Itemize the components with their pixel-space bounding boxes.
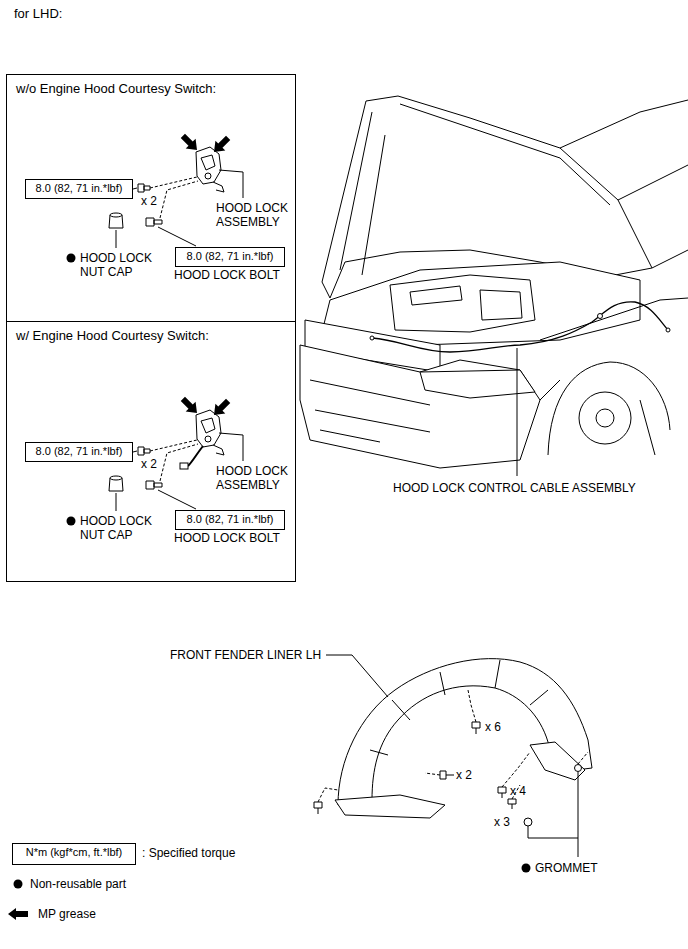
panel-heading: w/ Engine Hood Courtesy Switch:	[16, 328, 209, 343]
torque-box: 8.0 (82, 71 in.*lbf)	[175, 510, 285, 530]
part-label: HOOD LOCK BOLT	[174, 268, 280, 282]
part-label: HOOD LOCK ASSEMBLY	[216, 201, 294, 229]
legend-text: MP grease	[38, 907, 96, 921]
legend-text: Non-reusable part	[30, 877, 126, 891]
torque-value: 8.0 (82, 71 in.*lbf)	[187, 248, 274, 265]
page-note: for LHD:	[14, 6, 62, 21]
part-label: HOOD LOCK BOLT	[174, 531, 280, 545]
torque-box: 8.0 (82, 71 in.*lbf)	[25, 442, 133, 462]
legend-text: : Specified torque	[142, 846, 235, 860]
part-label: GROMMET	[535, 861, 598, 875]
torque-value: 8.0 (82, 71 in.*lbf)	[36, 443, 123, 460]
quantity-label: x 4	[510, 784, 526, 798]
torque-value: 8.0 (82, 71 in.*lbf)	[187, 511, 274, 528]
part-label: HOOD LOCK NUT CAP	[80, 514, 166, 542]
torque-value: N*m (kgf*cm, ft.*lbf)	[26, 844, 123, 861]
quantity-label: x 3	[494, 815, 510, 829]
panel-heading: w/o Engine Hood Courtesy Switch:	[16, 81, 216, 96]
torque-value: 8.0 (82, 71 in.*lbf)	[36, 180, 123, 197]
torque-box: 8.0 (82, 71 in.*lbf)	[175, 247, 285, 267]
torque-box: 8.0 (82, 71 in.*lbf)	[25, 179, 133, 199]
quantity-label: x 6	[485, 720, 501, 734]
part-label: FRONT FENDER LINER LH	[170, 648, 321, 662]
part-label: HOOD LOCK ASSEMBLY	[216, 464, 294, 492]
legend-torque-sample: N*m (kgf*cm, ft.*lbf)	[12, 843, 136, 865]
part-label: HOOD LOCK NUT CAP	[80, 251, 166, 279]
quantity-label: x 2	[141, 457, 157, 471]
quantity-label: x 2	[141, 194, 157, 208]
part-label: HOOD LOCK CONTROL CABLE ASSEMBLY	[393, 481, 636, 495]
quantity-label: x 2	[456, 768, 472, 782]
